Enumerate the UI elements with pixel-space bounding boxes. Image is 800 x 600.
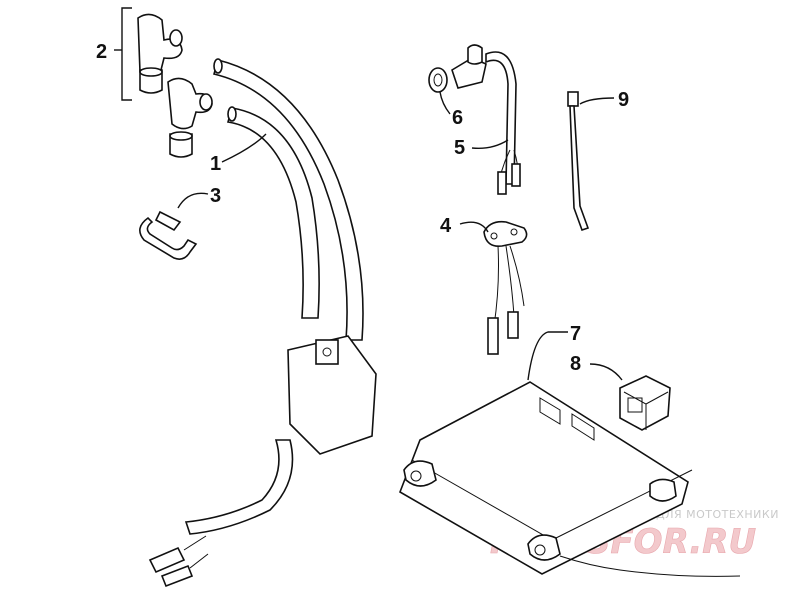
ignition-coil-icon: [148, 58, 377, 588]
rubber-cap-icon: [619, 375, 671, 431]
wire-clip-icon: [139, 210, 198, 260]
cable-tie-icon: [567, 91, 590, 232]
spark-plug-cap-icon: [137, 13, 213, 158]
callout-7: 7: [570, 323, 581, 345]
callout-9: 9: [618, 89, 629, 111]
callout-2-bracket: [121, 7, 132, 101]
callout-5: 5: [454, 137, 465, 159]
callout-8: 8: [570, 353, 581, 375]
leader-lines: [177, 91, 623, 381]
callouts: 1 2 3 4 5 6 7 8 9: [96, 41, 629, 375]
callout-2: 2: [96, 41, 107, 63]
callout-1: 1: [210, 153, 221, 175]
callout-6: 6: [452, 107, 463, 129]
cdi-box-icon: [399, 381, 741, 577]
callout-3: 3: [210, 185, 221, 207]
callout-4: 4: [440, 215, 452, 237]
grommet-icon: [428, 44, 487, 93]
sensor-icon: [483, 220, 528, 355]
wire-harness-icon: [485, 51, 521, 195]
